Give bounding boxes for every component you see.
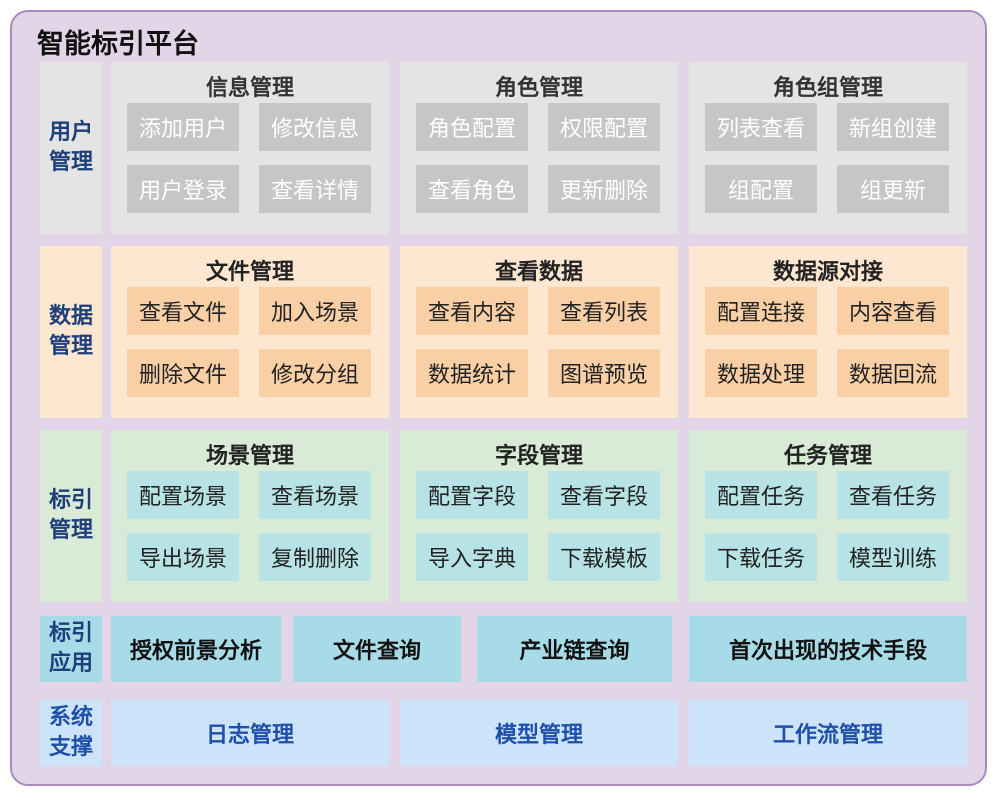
function-chip: 查看内容: [416, 287, 528, 335]
group-user-2: 角色组管理列表查看新组创建组配置组更新: [689, 62, 967, 234]
group-title: 字段管理: [494, 444, 583, 469]
function-chip: 导出场景: [127, 533, 239, 581]
function-chip: 数据统计: [416, 349, 528, 397]
group-data-1: 查看数据查看内容查看列表数据统计图谱预览: [400, 246, 678, 418]
group-user-0: 信息管理添加用户修改信息用户登录查看详情: [111, 62, 389, 234]
application-block: 产业链查询: [477, 616, 672, 682]
group-title: 角色组管理: [772, 76, 883, 101]
function-chip: 查看字段: [548, 471, 660, 519]
row-label-line: 管理: [48, 150, 93, 175]
function-chip: 查看场景: [259, 471, 371, 519]
row-label-line: 用户: [48, 120, 93, 145]
function-chip: 查看列表: [548, 287, 660, 335]
platform-title: 智能标引平台: [37, 29, 199, 60]
function-chip: 数据处理: [705, 349, 817, 397]
application-block: 文件查询: [293, 616, 461, 682]
function-chip: 添加用户: [127, 103, 239, 151]
row-label-support: 系统支撑: [40, 700, 102, 766]
group-title: 任务管理: [783, 444, 872, 469]
function-chip: 导入字典: [416, 533, 528, 581]
support-block: 日志管理: [111, 700, 389, 766]
group-index-1: 字段管理配置字段查看字段导入字典下载模板: [400, 430, 678, 602]
function-chip: 更新删除: [548, 165, 660, 213]
support-block: 模型管理: [400, 700, 678, 766]
function-chip: 下载模板: [548, 533, 660, 581]
row-label-data: 数据管理: [40, 246, 102, 418]
function-chip: 用户登录: [127, 165, 239, 213]
row-label-line: 应用: [48, 651, 93, 676]
group-title: 场景管理: [205, 444, 294, 469]
function-chip: 复制删除: [259, 533, 371, 581]
row-label-line: 标引: [48, 621, 93, 646]
function-chip: 数据回流: [837, 349, 949, 397]
function-chip: 修改信息: [259, 103, 371, 151]
row-label-line: 数据: [48, 304, 93, 329]
function-chip: 组配置: [705, 165, 817, 213]
function-chip: 加入场景: [259, 287, 371, 335]
function-chip: 图谱预览: [548, 349, 660, 397]
support-block: 工作流管理: [689, 700, 967, 766]
function-chip: 查看详情: [259, 165, 371, 213]
function-chip: 下载任务: [705, 533, 817, 581]
group-title: 查看数据: [494, 260, 583, 285]
group-index-2: 任务管理配置任务查看任务下载任务模型训练: [689, 430, 967, 602]
group-title: 角色管理: [494, 76, 583, 101]
group-title: 文件管理: [205, 260, 294, 285]
function-chip: 模型训练: [837, 533, 949, 581]
function-chip: 内容查看: [837, 287, 949, 335]
function-chip: 查看任务: [837, 471, 949, 519]
function-chip: 配置字段: [416, 471, 528, 519]
function-chip: 列表查看: [705, 103, 817, 151]
function-chip: 查看角色: [416, 165, 528, 213]
function-chip: 查看文件: [127, 287, 239, 335]
function-chip: 权限配置: [548, 103, 660, 151]
row-label-line: 标引: [48, 488, 93, 513]
group-data-0: 文件管理查看文件加入场景删除文件修改分组: [111, 246, 389, 418]
function-chip: 角色配置: [416, 103, 528, 151]
row-label-index: 标引管理: [40, 430, 102, 602]
function-chip: 新组创建: [837, 103, 949, 151]
application-block: 授权前景分析: [111, 616, 281, 682]
group-title: 信息管理: [205, 76, 294, 101]
row-label-user: 用户管理: [40, 62, 102, 234]
function-chip: 修改分组: [259, 349, 371, 397]
function-chip: 组更新: [837, 165, 949, 213]
row-label-line: 管理: [48, 518, 93, 543]
function-chip: 删除文件: [127, 349, 239, 397]
function-chip: 配置连接: [705, 287, 817, 335]
row-label-app: 标引应用: [40, 616, 102, 682]
application-block: 首次出现的技术手段: [689, 616, 967, 682]
row-label-line: 支撑: [48, 735, 93, 760]
group-title: 数据源对接: [772, 260, 883, 285]
row-label-line: 系统: [48, 705, 93, 730]
group-index-0: 场景管理配置场景查看场景导出场景复制删除: [111, 430, 389, 602]
function-chip: 配置任务: [705, 471, 817, 519]
row-label-line: 管理: [48, 334, 93, 359]
function-chip: 配置场景: [127, 471, 239, 519]
group-user-1: 角色管理角色配置权限配置查看角色更新删除: [400, 62, 678, 234]
group-data-2: 数据源对接配置连接内容查看数据处理数据回流: [689, 246, 967, 418]
